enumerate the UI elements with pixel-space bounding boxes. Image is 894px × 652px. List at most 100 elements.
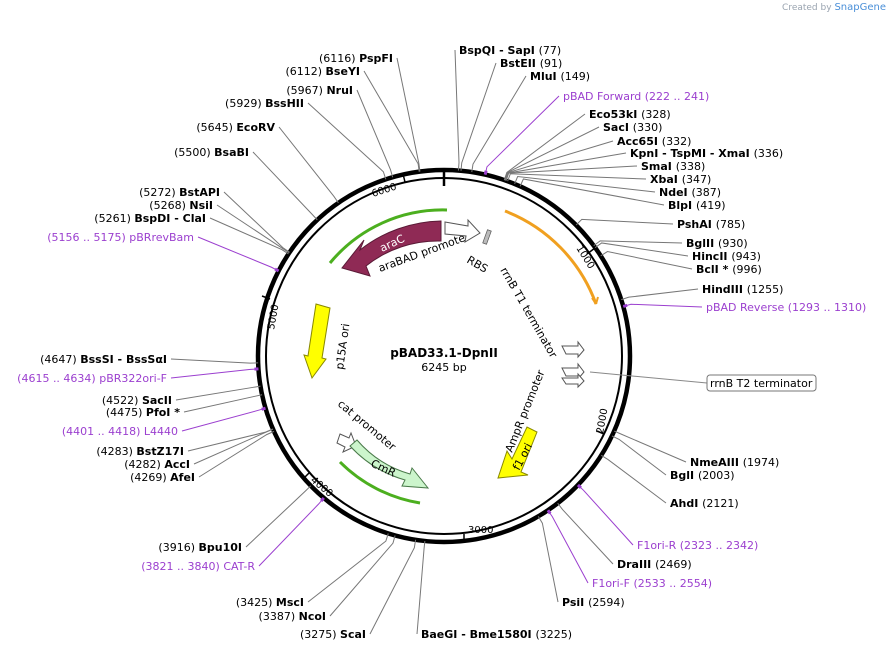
site-name: Eco53kI xyxy=(589,108,641,121)
site-name: AccI xyxy=(164,458,190,471)
enzyme-site-label[interactable]: HincII (943) xyxy=(692,250,761,263)
cmr-arrow xyxy=(349,439,430,489)
site-leader-line xyxy=(507,173,647,182)
enzyme-site-label[interactable]: BlpI (419) xyxy=(668,199,726,212)
enzyme-site-label[interactable]: DraIII (2469) xyxy=(617,558,692,571)
enzyme-site-label[interactable]: MluI (149) xyxy=(530,70,590,83)
site-name: (4401 .. 4418) xyxy=(62,425,144,438)
enzyme-site-label[interactable]: (3425) MscI xyxy=(236,596,304,609)
site-name: BsaBI xyxy=(214,146,249,159)
enzyme-site-label[interactable]: (3275) ScaI xyxy=(300,628,366,641)
enzyme-site-label[interactable]: PsiI (2594) xyxy=(562,596,625,609)
site-name: XbaI xyxy=(650,173,682,186)
f1-ori-arrow xyxy=(497,426,538,479)
site-name: (4615 .. 4634) xyxy=(17,372,99,385)
site-leader-line xyxy=(416,540,426,635)
site-name: L4440 xyxy=(144,425,178,438)
enzyme-site-label[interactable]: PshAI (785) xyxy=(677,218,745,231)
primer-marker xyxy=(320,496,325,502)
site-name: BlpI xyxy=(668,199,696,212)
primer-label[interactable]: (4615 .. 4634) pBR322ori-F xyxy=(17,372,167,385)
site-name: SacI xyxy=(603,121,633,134)
site-position: (3916) xyxy=(158,541,198,554)
enzyme-site-label[interactable]: (4647) BssSI - BssSαI xyxy=(40,353,167,366)
enzyme-site-label[interactable]: NdeI (387) xyxy=(659,186,721,199)
site-name: (2533 .. 2554) xyxy=(633,577,712,590)
enzyme-site-label[interactable]: (5967) NruI xyxy=(286,84,353,97)
enzyme-site-label[interactable]: (4269) AfeI xyxy=(130,471,195,484)
site-position: (3275) xyxy=(300,628,340,641)
site-name: SacII xyxy=(142,394,172,407)
site-name: BglI xyxy=(670,469,698,482)
site-position: (5500) xyxy=(174,146,214,159)
primer-label[interactable]: pBAD Forward (222 .. 241) xyxy=(563,90,709,103)
enzyme-site-label[interactable]: (4522) SacII xyxy=(102,394,172,407)
site-name: BstEII xyxy=(500,57,540,70)
site-leader-line xyxy=(175,385,261,401)
enzyme-site-label[interactable]: BspQI - SapI (77) xyxy=(459,44,561,57)
enzyme-site-label[interactable]: HindIII (1255) xyxy=(702,283,783,296)
cmr-orf-line xyxy=(338,460,421,505)
site-leader-line xyxy=(547,509,589,584)
enzyme-site-label[interactable]: (4282) AccI xyxy=(124,458,190,471)
enzyme-site-label[interactable]: SacI (330) xyxy=(603,121,662,134)
primer-label[interactable]: F1ori-F (2533 .. 2554) xyxy=(592,577,712,590)
primer-label[interactable]: (5156 .. 5175) pBRrevBam xyxy=(47,231,194,244)
tick-2000 xyxy=(596,430,605,435)
enzyme-site-label[interactable]: (6116) PspFI xyxy=(319,52,393,65)
site-name: (222 .. 241) xyxy=(645,90,710,103)
rrnb-t1-label: rrnB T1 terminator xyxy=(497,265,560,361)
site-name: (5156 .. 5175) xyxy=(47,231,129,244)
site-name: BstAPI xyxy=(179,186,220,199)
site-leader-line xyxy=(505,152,627,181)
site-position: (930) xyxy=(718,237,748,250)
enzyme-site-label[interactable]: (3916) Bpu10I xyxy=(158,541,242,554)
enzyme-site-label[interactable]: NmeAIII (1974) xyxy=(690,456,779,469)
site-name: PspFI xyxy=(359,52,393,65)
enzyme-site-label[interactable]: BglII (930) xyxy=(686,237,748,250)
enzyme-site-label[interactable]: KpnI - TspMI - XmaI (336) xyxy=(630,147,783,160)
primer-label[interactable]: pBAD Reverse (1293 .. 1310) xyxy=(706,301,866,314)
primer-label[interactable]: F1ori-R (2323 .. 2342) xyxy=(637,539,758,552)
site-leader-line xyxy=(471,75,527,173)
site-leader-line xyxy=(484,95,560,175)
enzyme-site-label[interactable]: (3387) NcoI xyxy=(259,610,326,623)
site-name: EcoRV xyxy=(236,121,275,134)
site-name: PsiI xyxy=(562,596,588,609)
enzyme-site-label[interactable]: Eco53kI (328) xyxy=(589,108,671,121)
enzyme-site-label[interactable]: SmaI (338) xyxy=(641,160,705,173)
enzyme-site-label[interactable]: (6112) BseYI xyxy=(285,65,360,78)
enzyme-site-label[interactable]: BstEII (91) xyxy=(500,57,562,70)
enzyme-site-label[interactable]: (5500) BsaBI xyxy=(174,146,249,159)
enzyme-site-label[interactable]: (5929) BssHII xyxy=(225,97,304,110)
enzyme-site-label[interactable]: (5268) NsiI xyxy=(149,199,213,212)
site-name: AhdI xyxy=(670,497,702,510)
enzyme-site-label[interactable]: (5261) BspDI - ClaI xyxy=(94,212,206,225)
enzyme-site-label[interactable]: BaeGI - Bme1580I (3225) xyxy=(421,628,572,641)
enzyme-site-label[interactable]: XbaI (347) xyxy=(650,173,711,186)
site-position: (943) xyxy=(731,250,761,263)
enzyme-site-label[interactable]: BclI * (996) xyxy=(696,263,762,276)
site-leader-line xyxy=(209,217,289,255)
enzyme-site-label[interactable]: Acc65I (332) xyxy=(617,135,691,148)
enzyme-site-label[interactable]: (5272) BstAPI xyxy=(139,186,220,199)
site-leader-line xyxy=(396,57,421,172)
site-position: (419) xyxy=(696,199,726,212)
site-position: (336) xyxy=(754,147,784,160)
site-name: F1ori-F xyxy=(592,577,633,590)
site-name: DraIII xyxy=(617,558,655,571)
site-position: (2469) xyxy=(655,558,692,571)
site-position: (6112) xyxy=(285,65,325,78)
enzyme-site-label[interactable]: (4283) BstZ17I xyxy=(96,445,184,458)
rrnb-t2-box[interactable] xyxy=(706,374,817,392)
site-name: pBR322ori-F xyxy=(99,372,167,385)
rbs-marker xyxy=(482,229,492,245)
primer-label[interactable]: (3821 .. 3840) CAT-R xyxy=(141,560,255,573)
enzyme-site-label[interactable]: (4475) PfoI * xyxy=(106,406,180,419)
tick-6000 xyxy=(402,173,406,183)
enzyme-site-label[interactable]: (5645) EcoRV xyxy=(196,121,275,134)
enzyme-site-label[interactable]: BglI (2003) xyxy=(670,469,735,482)
site-name: CAT-R xyxy=(223,560,255,573)
enzyme-site-label[interactable]: AhdI (2121) xyxy=(670,497,739,510)
primer-label[interactable]: (4401 .. 4418) L4440 xyxy=(62,425,178,438)
